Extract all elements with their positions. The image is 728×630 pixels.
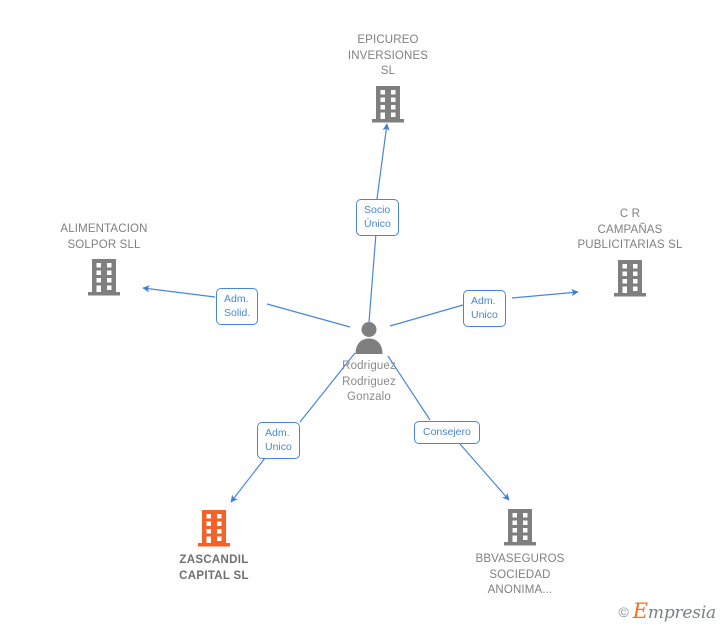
- building-icon: [612, 258, 648, 298]
- node-label-center-person: Rodriguez Rodriguez Gonzalo: [342, 360, 396, 403]
- building-icon: [502, 507, 538, 547]
- building-icon: [86, 257, 122, 297]
- edge-person-to-rel-epicureo: [368, 232, 377, 323]
- node-label-epicureo: EPICUREO INVERSIONES SL: [347, 34, 429, 77]
- building-icon: [370, 84, 406, 124]
- rel-label-adm-unico-cr[interactable]: Adm. Unico: [463, 290, 506, 327]
- node-center-person[interactable]: Rodriguez Rodriguez Gonzalo: [279, 320, 459, 406]
- rel-label-adm-solid[interactable]: Adm. Solid.: [216, 288, 259, 325]
- node-label-bbvaseguros: BBVASEGUROS SOCIEDAD ANONIMA...: [475, 553, 565, 596]
- empresia-logo-initial: E: [632, 599, 648, 623]
- node-alimentacion-solpor[interactable]: ALIMENTACION SOLPOR SLL: [14, 222, 194, 297]
- edge-rel-alimentacion-to-node: [142, 285, 216, 298]
- node-label-cr-campanas: C R CAMPAÑAS PUBLICITARIAS SL: [577, 208, 683, 251]
- edge-person-to-rel-bbvaseguros: [387, 355, 431, 421]
- edge-person-to-rel-cr: [389, 304, 464, 327]
- node-epicureo[interactable]: EPICUREO INVERSIONES SL: [298, 33, 478, 124]
- empresia-logo-rest: mpresia: [647, 603, 716, 623]
- node-label-alimentacion-solpor: ALIMENTACION SOLPOR SLL: [60, 223, 148, 251]
- edge-person-to-rel-alimentacion: [266, 303, 351, 328]
- node-label-zascandil: ZASCANDIL CAPITAL SL: [179, 554, 249, 582]
- edge-person-to-rel-zascandil: [299, 352, 356, 423]
- rel-label-consejero[interactable]: Consejero: [414, 421, 480, 444]
- node-zascandil[interactable]: ZASCANDIL CAPITAL SL: [124, 508, 304, 584]
- copyright-icon: ©: [618, 603, 629, 620]
- building-icon: [196, 508, 232, 548]
- node-cr-campanas[interactable]: C R CAMPAÑAS PUBLICITARIAS SL: [540, 207, 720, 298]
- edge-rel-cr-to-node: [511, 289, 579, 299]
- rel-label-adm-unico-zascandil[interactable]: Adm. Unico: [257, 422, 300, 459]
- empresia-watermark: © Empresia: [618, 601, 716, 622]
- person-icon: [352, 320, 386, 354]
- empresia-logo: Empresia: [633, 601, 716, 622]
- edge-rel-epicureo-to-node: [376, 123, 390, 200]
- edge-rel-bbvaseguros-to-node: [459, 443, 510, 501]
- rel-label-socio-unico[interactable]: Socio Único: [356, 199, 399, 236]
- edge-rel-zascandil-to-node: [230, 457, 266, 503]
- node-bbvaseguros[interactable]: BBVASEGUROS SOCIEDAD ANONIMA...: [430, 507, 610, 599]
